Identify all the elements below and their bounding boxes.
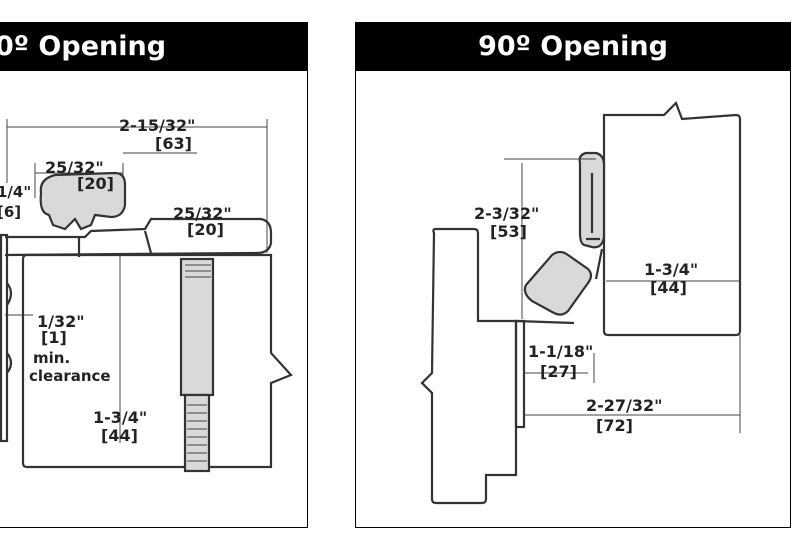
dim-door-mm: [44] <box>650 278 687 297</box>
hinge-diagram-90: 2-3/32" [53] 1-3/4" [44] 1-1/18" [27] 2-… <box>420 101 742 505</box>
pin-ribs <box>185 264 211 278</box>
dim-gap: 1-1/18" <box>528 342 593 361</box>
door-body <box>21 253 293 469</box>
hinge-pin-thread <box>183 393 211 473</box>
dim-offset: 1/4" <box>0 183 31 201</box>
panel-0-degree-opening: 0º Opening 2-15/32" [63] 25/32" [20] <box>0 22 308 528</box>
dim-clearance-min: min. <box>33 349 70 367</box>
dim-projection: 2-27/32" <box>586 396 662 415</box>
hinge-leaf-detail <box>586 173 600 241</box>
panel-header-90: 90º Opening <box>356 23 790 71</box>
dim-overall: 2-15/32" <box>119 116 195 135</box>
panel-title-0: 0º Opening <box>0 31 167 62</box>
dim-offset-mm: [6] <box>0 203 21 221</box>
frame-profile <box>420 227 518 505</box>
door-rotated <box>602 101 742 337</box>
thread-lines <box>187 404 207 462</box>
dim-right-leaf-mm: [20] <box>187 220 224 239</box>
hinge-diagram-0: 2-15/32" [63] 25/32" [20] 1/4" [6] 25/32… <box>0 116 293 473</box>
dim-clearance-mm: [1] <box>41 328 67 347</box>
dim-door: 1-3/4" <box>93 408 147 427</box>
dim-clearance: 1/32" <box>37 312 85 331</box>
hinge-link <box>515 248 604 325</box>
frame-curve <box>6 282 13 374</box>
frame-jamb <box>0 233 9 443</box>
dim-overall-mm: [63] <box>155 134 192 153</box>
hinge-pin <box>179 257 215 397</box>
panel-90-degree-opening: 90º Opening 2-3/32" [53] 1-3/4" [44] 1-1… <box>355 22 791 528</box>
hinge-upper-leaf <box>39 171 127 231</box>
dim-height-mm: [53] <box>490 222 527 241</box>
dim-height: 2-3/32" <box>474 204 539 223</box>
panel-header-0: 0º Opening <box>0 23 307 71</box>
dim-leaf: 25/32" <box>45 158 104 177</box>
dim-gap-mm: [27] <box>540 362 577 381</box>
frame-stop <box>514 319 526 429</box>
hinge-knuckle <box>523 250 593 316</box>
dim-right-leaf: 25/32" <box>173 204 232 223</box>
dim-leaf-mm: [20] <box>77 174 114 193</box>
dim-clearance-word: clearance <box>29 367 111 385</box>
dim-projection-mm: [72] <box>596 416 633 435</box>
dim-door-mm: [44] <box>101 426 138 445</box>
panel-title-90: 90º Opening <box>478 31 668 62</box>
hinge-rail-joint <box>77 230 153 257</box>
dim-door: 1-3/4" <box>644 260 698 279</box>
hinge-rail <box>4 217 273 257</box>
